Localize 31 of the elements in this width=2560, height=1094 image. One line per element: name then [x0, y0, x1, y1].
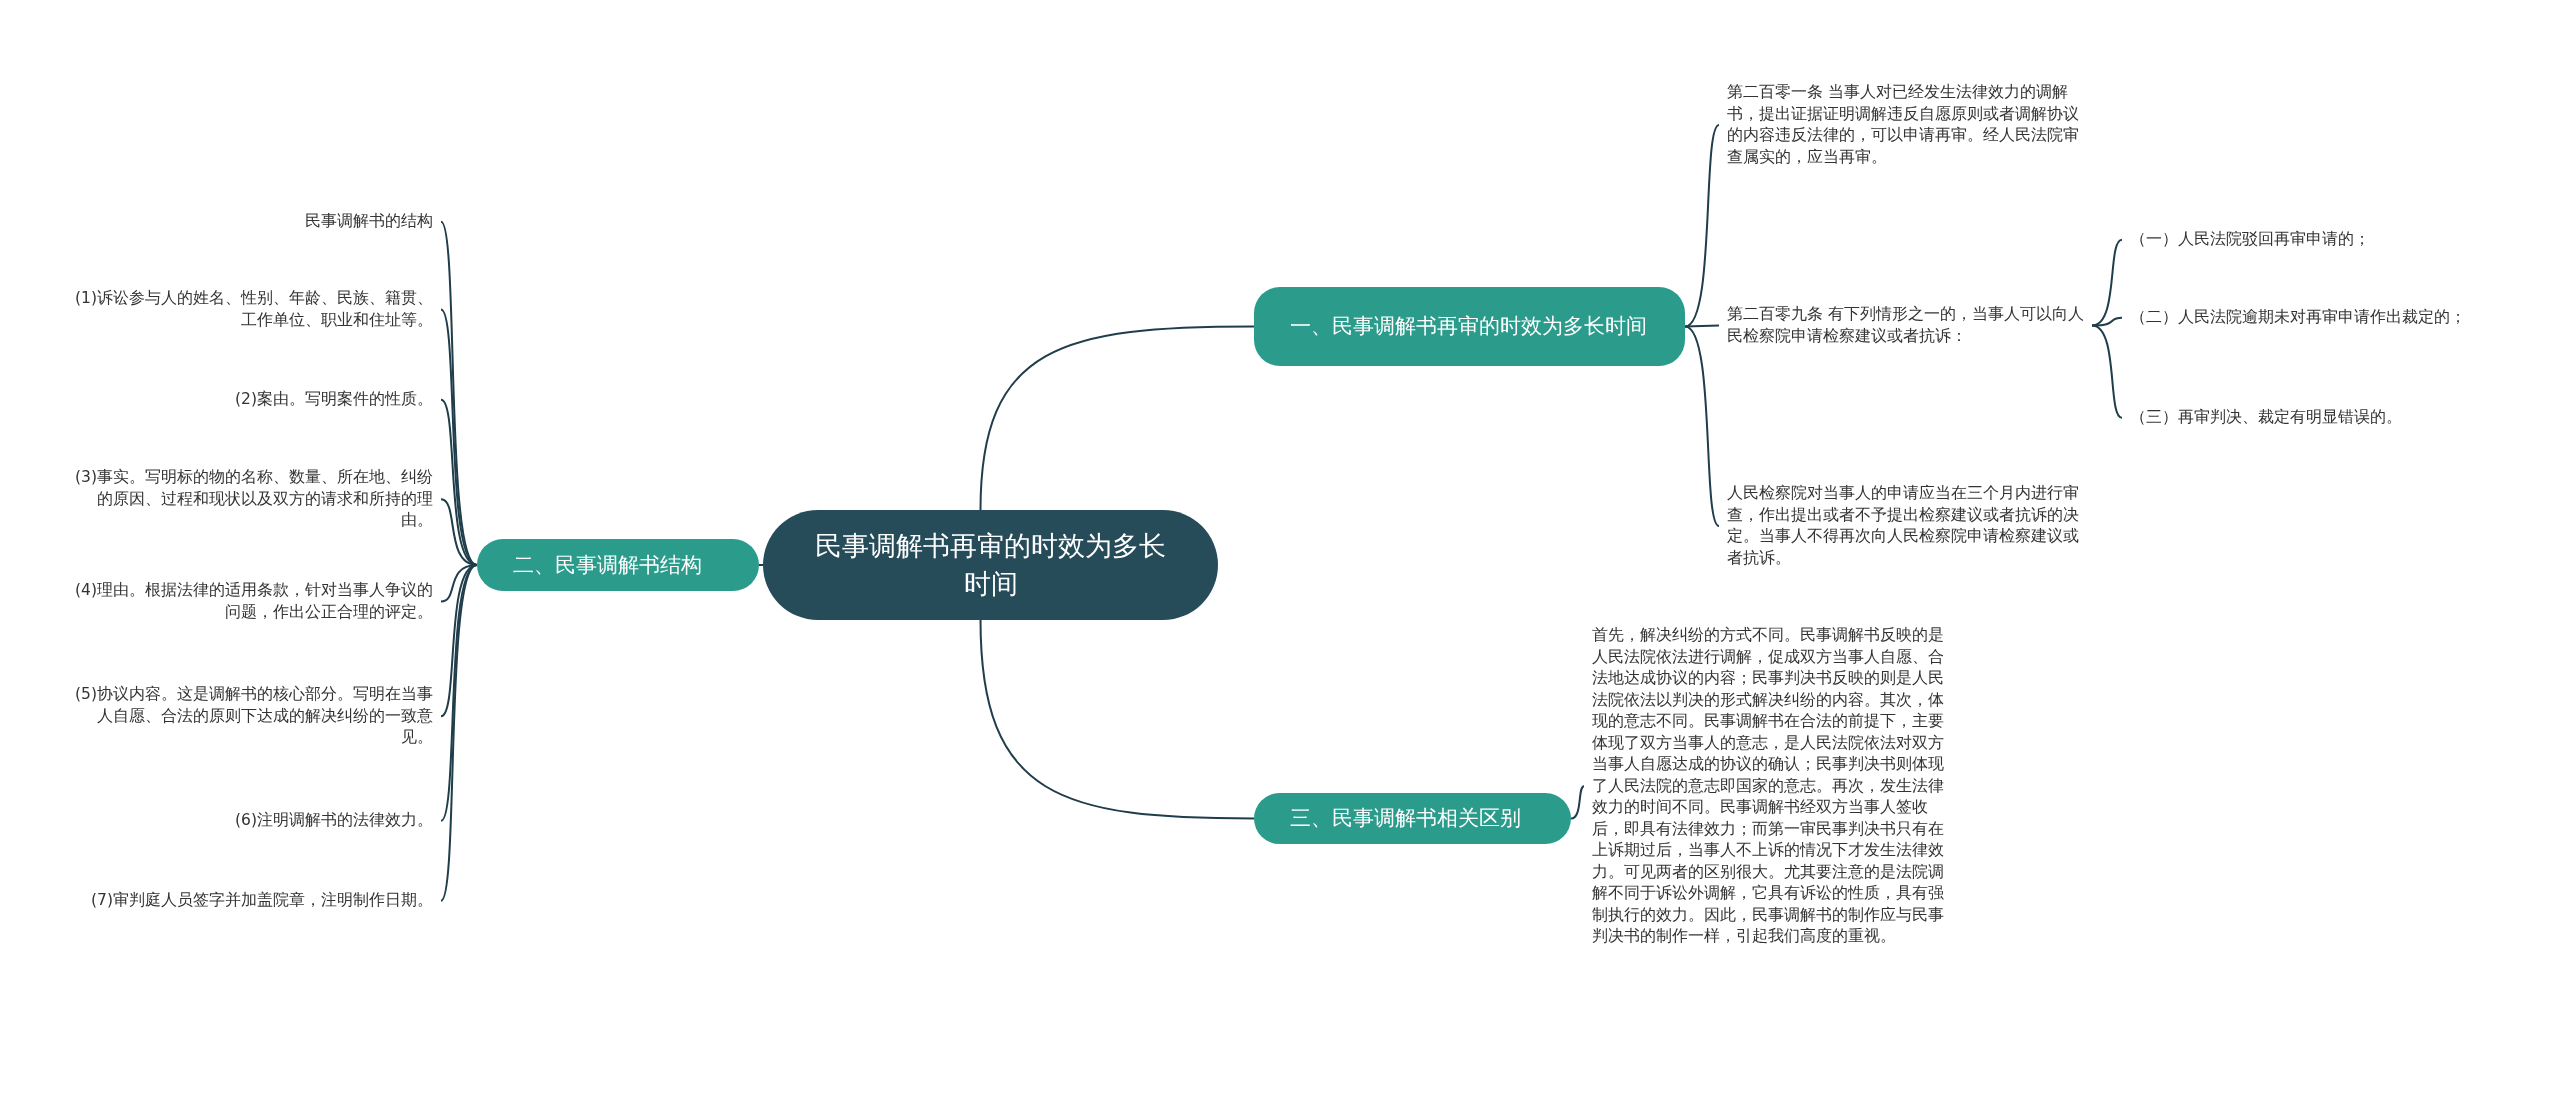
connector	[440, 564, 478, 902]
leaf-text: (7)审判庭人员签字并加盖院章，注明制作日期。	[91, 890, 433, 912]
connector	[440, 564, 478, 718]
leaf-text: （一）人民法院驳回再审申请的；	[2130, 229, 2370, 251]
connector	[758, 564, 764, 566]
connector	[1684, 324, 1720, 328]
connector	[979, 619, 1255, 820]
leaf-text: 首先，解决纠纷的方式不同。民事调解书反映的是人民法院依法进行调解，促成双方当事人自愿、合法地达成协议的内容；民事判决书反映的则是人民法院依法以判决的形式解决纠纷的内容。其次，体现的意志不同。民事调解书在合法的前提下，主要体现了双方当事人的意志，是人民法院依法对双方当事人自愿达成的协议的确认；民事判决书则体现了人民法院的意志即国家的意志。再次，发生法律效力的时间不同。民事调解书经双方当事人签收后，即具有法律效力；而第一审民事判决书只有在上诉期过后，当事人不上诉的情况下才发生法律效力。可见两者的区别很大。尤其要注意的是法院调解不同于诉讼外调解，它具有诉讼的性质，具有强制执行的效力。因此，民事调解书的制作应与民事判决书的制作一样，引起我们高度的重视。	[1592, 625, 1948, 948]
leaf-text: （三）再审判决、裁定有明显错误的。	[2130, 407, 2402, 429]
leaf-text: (5)协议内容。这是调解书的核心部分。写明在当事人自愿、合法的原则下达成的解决纠纷的一致意见。	[73, 684, 433, 749]
connector	[440, 308, 478, 566]
branch-topic: 二、民事调解书结构	[477, 539, 759, 591]
leaf-text: (3)事实。写明标的物的名称、数量、所在地、纠纷的原因、过程和现状以及双方的请求和所持的理由。	[73, 467, 433, 532]
leaf-text: 第二百零九条 有下列情形之一的，当事人可以向人民检察院申请检察建议或者抗诉：	[1727, 304, 2092, 347]
connector	[979, 325, 1255, 511]
leaf-text: (2)案由。写明案件的性质。	[235, 389, 433, 411]
leaf-text: 民事调解书的结构	[305, 211, 433, 233]
branch-topic: 三、民事调解书相关区别	[1254, 793, 1571, 844]
leaf-text: (4)理由。根据法律的适用条款，针对当事人争议的问题，作出公正合理的评定。	[73, 580, 433, 623]
leaf-text: （二）人民法院逾期未对再审申请作出裁定的；	[2130, 307, 2466, 329]
connector	[440, 220, 478, 566]
central-topic: 民事调解书再审的时效为多长时间	[763, 510, 1218, 620]
branch-topic: 一、民事调解书再审的时效为多长时间	[1254, 287, 1685, 366]
leaf-text: 人民检察院对当事人的申请应当在三个月内进行审查，作出提出或者不予提出检察建议或者抗诉的决定。当事人不得再次向人民检察院申请检察建议或者抗诉。	[1727, 483, 2092, 569]
leaf-text: (1)诉讼参与人的姓名、性别、年龄、民族、籍贯、工作单位、职业和住址等。	[73, 288, 433, 331]
leaf-text: (6)注明调解书的法律效力。	[235, 810, 433, 832]
connector	[2091, 316, 2123, 327]
connector	[1570, 785, 1585, 820]
leaf-text: 第二百零一条 当事人对已经发生法律效力的调解书，提出证据证明调解违反自愿原则或者调解协议的内容违反法律的，可以申请再审。经人民法院审查属实的，应当再审。	[1727, 82, 2092, 168]
connector	[1684, 325, 1720, 527]
connector	[2091, 324, 2123, 419]
